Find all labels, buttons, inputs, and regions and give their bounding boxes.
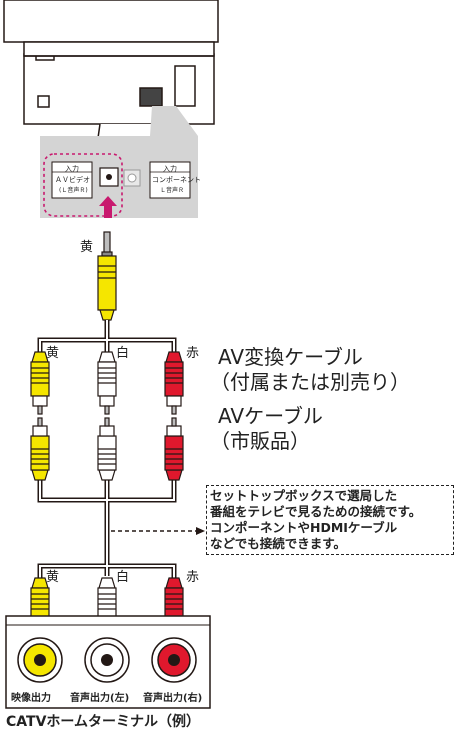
av-input-box <box>51 161 93 199</box>
lower-red-label: 赤 <box>186 570 200 585</box>
av-conversion-cable-label: AV変換ケーブル <box>218 345 363 369</box>
insert-arrow <box>99 196 117 218</box>
audio-out-left-label: 音声出力(左) <box>70 693 130 704</box>
video-out-label: 映像出力 <box>11 693 51 704</box>
note-line-3: コンポーネントやHDMIケーブル <box>210 520 398 535</box>
catv-terminal <box>5 615 211 709</box>
note-line-1: セットトップボックスで選局した <box>210 488 398 503</box>
mid-red-plug <box>164 417 184 481</box>
lower-yellow-label: 黄 <box>46 570 60 585</box>
note-line-2: 番組をテレビで見るための接続です。 <box>210 504 422 519</box>
av-conversion-cable-note: （付属または別売り） <box>210 370 410 394</box>
av-input-label-3: (Ｌ音声Ｒ) <box>59 187 88 194</box>
av-cable-note: （市販品） <box>210 429 310 453</box>
av-cable-label: AVケーブル <box>218 404 323 428</box>
top-plug-color-label: 黄 <box>80 240 94 255</box>
component-label-1: 入力 <box>163 165 177 173</box>
device-name: CATVホームターミナル（例） <box>6 714 200 730</box>
component-label-3: Ｌ音声Ｒ <box>160 187 185 194</box>
mid-yellow-plug <box>30 417 50 481</box>
component-label-2: コンポーネント <box>152 176 201 184</box>
tv-back <box>3 0 219 139</box>
upper-red-label: 赤 <box>186 346 200 361</box>
upper-yellow-label: 黄 <box>46 346 60 361</box>
upper-white-plug <box>97 351 117 415</box>
note-line-4: などでも接続できます。 <box>210 536 347 551</box>
upper-yellow-plug <box>30 351 50 415</box>
component-input-box <box>149 161 191 199</box>
av-input-label-2: ＡＶビデオ <box>55 176 90 184</box>
mid-white-plug <box>97 417 117 481</box>
av-input-label-1: 入力 <box>65 165 79 173</box>
audio-out-right-label: 音声出力(右) <box>143 693 203 704</box>
connection-note: セットトップボックスで選局した 番組をテレビで見るための接続です。 コンポーネン… <box>206 485 454 555</box>
lower-white-label: 白 <box>116 570 130 585</box>
upper-white-label: 白 <box>116 346 130 361</box>
top-yellow-plug <box>97 231 117 321</box>
upper-red-plug <box>164 351 184 415</box>
